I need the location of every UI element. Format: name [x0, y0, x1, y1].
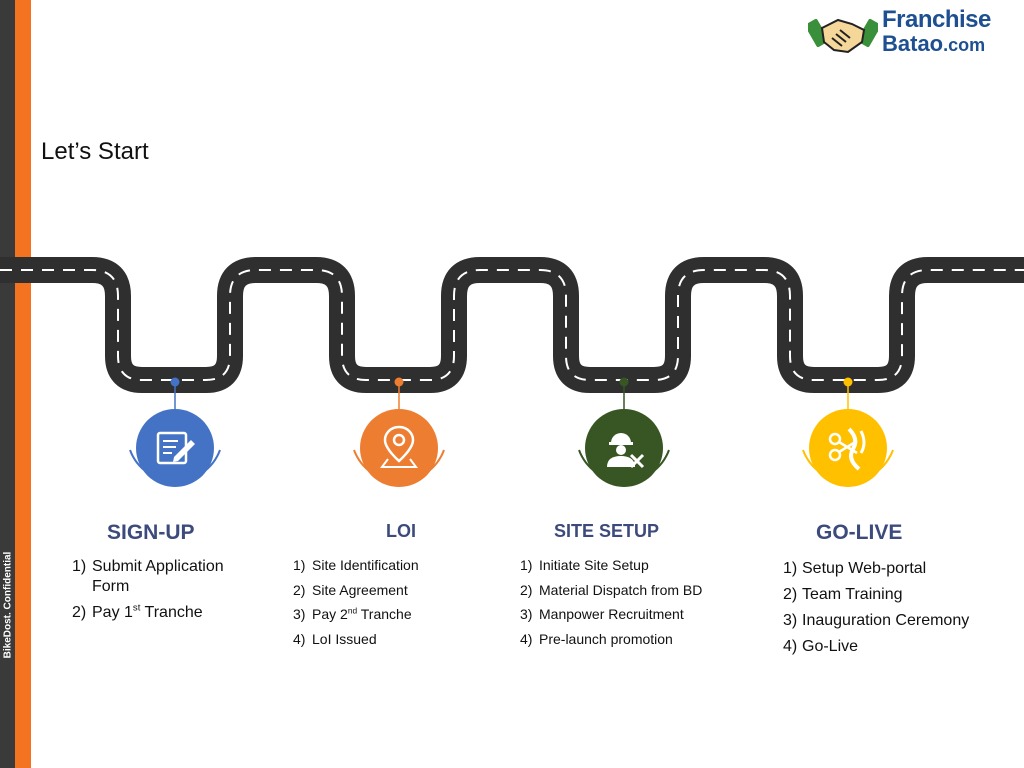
logo-line2: Batao [882, 31, 944, 56]
loi-steps: 1)Site Identification 2)Site Agreement 3… [293, 553, 493, 651]
list-item: 3)Manpower Recruitment [520, 606, 684, 622]
list-item: 2)Team Training [783, 586, 903, 603]
list-item: 2)Pay 1st Tranche [72, 602, 203, 621]
loi-icon-circle [360, 409, 438, 487]
list-item: 1)Initiate Site Setup [520, 557, 649, 573]
go-live-icon-circle [809, 409, 887, 487]
logo-line1: Franchise [882, 6, 991, 33]
list-item: 4)Pre-launch promotion [520, 630, 673, 647]
signup-icon-circle [136, 409, 214, 487]
list-item: 1)Submit Application Form [72, 558, 224, 595]
list-item: 3)Pay 2nd Tranche [293, 605, 412, 622]
worker-tools-icon [607, 433, 645, 469]
page-title: Let’s Start [41, 138, 149, 165]
list-item: 2)Site Agreement [293, 581, 408, 598]
stage-title-signup: SIGN-UP [107, 521, 195, 544]
logo-suffix: .com [943, 35, 986, 55]
site-setup-icon-circle [585, 409, 663, 487]
list-item: 4)Go-Live [783, 638, 859, 655]
ribbon-cutting-icon [828, 427, 866, 471]
edit-document-icon [156, 431, 195, 465]
location-pin-icon [380, 425, 418, 468]
winding-road [0, 257, 1024, 393]
confidential-label: BikeDost. Confidential [2, 551, 14, 659]
site-setup-steps: 1)Initiate Site Setup 2)Material Dispatc… [520, 553, 735, 651]
list-item: 1)Setup Web-portal [783, 560, 927, 577]
list-item: 2)Material Dispatch from BD [520, 581, 703, 598]
list-item: 4)LoI Issued [293, 630, 377, 647]
list-item: 1)Site Identification [293, 557, 419, 573]
stage-title-site-setup: SITE SETUP [554, 521, 660, 541]
signup-steps: 1)Submit Application Form 2)Pay 1st Tran… [72, 557, 252, 623]
go-live-steps: 1)Setup Web-portal 2)Team Training 3)Ina… [783, 556, 1008, 660]
list-item: 3)Inauguration Ceremony [783, 612, 970, 629]
franchise-batao-logo: Franchise Batao.com [805, 6, 1008, 62]
sidebar-dark-stripe [0, 0, 15, 768]
sidebar-orange-stripe [15, 0, 31, 768]
handshake-icon [805, 18, 881, 54]
stage-title-loi: LOI [386, 521, 416, 541]
stage-title-go-live: GO-LIVE [816, 521, 903, 544]
